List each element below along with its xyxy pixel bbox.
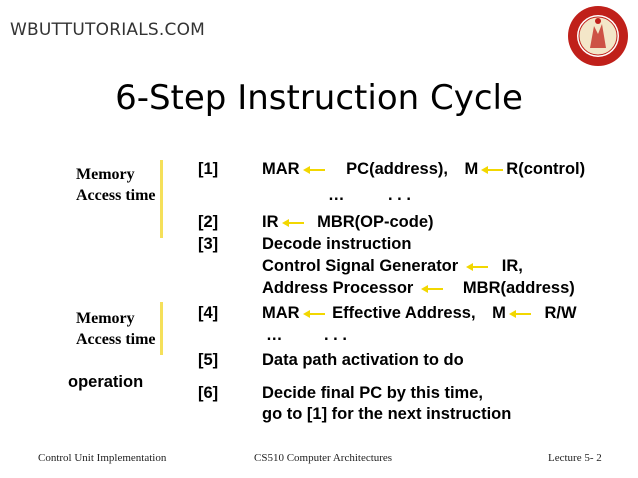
footer-center: CS510 Computer Architectures bbox=[254, 452, 393, 464]
site-brand: WBUTTUTORIALS.COM bbox=[10, 20, 206, 40]
step-1-line: MAR PC(address), M R(control) bbox=[262, 160, 585, 179]
memory-label-1: Memory bbox=[76, 166, 135, 183]
memory-access-bracket-1 bbox=[160, 160, 163, 238]
operation-label: operation bbox=[68, 373, 144, 391]
memory-label-2: Memory bbox=[76, 310, 135, 327]
step-2-number: [2] bbox=[198, 213, 219, 231]
left-arrow-icon bbox=[302, 309, 325, 318]
step-4-number: [4] bbox=[198, 304, 219, 322]
left-arrow-icon bbox=[281, 218, 304, 227]
step-5-line: Data path activation to do bbox=[262, 351, 464, 369]
step-3-ir: IR, bbox=[501, 257, 523, 275]
step-4-line: MAR Effective Address, M R/W bbox=[262, 304, 577, 323]
step-6-line-1: Decide final PC by this time, bbox=[262, 384, 483, 402]
step-3-number: [3] bbox=[198, 235, 219, 253]
step-4-ellipsis-2: . . . bbox=[324, 326, 347, 344]
left-arrow-icon bbox=[302, 165, 325, 174]
step-2-ir: IR bbox=[262, 213, 279, 231]
step-1-ellipsis-1: … bbox=[328, 186, 345, 204]
step-4-ellipsis-1: … bbox=[266, 326, 283, 344]
step-4-rw: R/W bbox=[544, 304, 577, 322]
step-6-line-2: go to [1] for the next instruction bbox=[262, 405, 512, 423]
step-1-ellipsis-2: . . . bbox=[388, 186, 411, 204]
slide-title: 6-Step Instruction Cycle bbox=[115, 78, 523, 118]
step-3-ap: Address Processor bbox=[262, 279, 414, 297]
step-1-mar: MAR bbox=[262, 160, 300, 178]
step-3-mbr: MBR(address) bbox=[462, 279, 575, 297]
step-2-mbr: MBR(OP-code) bbox=[317, 213, 434, 231]
step-1-r: R(control) bbox=[506, 160, 586, 178]
step-3-csg: Control Signal Generator bbox=[262, 257, 459, 275]
left-arrow-icon bbox=[481, 165, 504, 174]
step-4-ea: Effective Address, bbox=[332, 304, 476, 322]
step-1-m: M bbox=[464, 160, 479, 178]
left-arrow-icon bbox=[421, 284, 444, 293]
access-time-label-2: Access time bbox=[76, 331, 156, 348]
footer-left: Control Unit Implementation bbox=[38, 452, 167, 464]
footer-right: Lecture 5- 2 bbox=[548, 452, 602, 464]
step-4-mar: MAR bbox=[262, 304, 300, 322]
step-3-line-1: Decode instruction bbox=[262, 235, 412, 253]
step-6-number: [6] bbox=[198, 384, 219, 402]
left-arrow-icon bbox=[508, 309, 531, 318]
step-1-pc: PC(address), bbox=[346, 160, 448, 178]
left-arrow-icon bbox=[466, 262, 489, 271]
step-3-line-3: Address Processor MBR(address) bbox=[262, 279, 575, 298]
step-2-line: IR MBR(OP-code) bbox=[262, 213, 434, 232]
access-time-label-1: Access time bbox=[76, 187, 156, 204]
step-3-line-2: Control Signal Generator IR, bbox=[262, 257, 523, 276]
step-1-number: [1] bbox=[198, 160, 219, 178]
step-4-m: M bbox=[492, 304, 506, 322]
step-5-number: [5] bbox=[198, 351, 219, 369]
memory-access-bracket-2 bbox=[160, 302, 163, 355]
university-seal-logo bbox=[568, 6, 628, 66]
